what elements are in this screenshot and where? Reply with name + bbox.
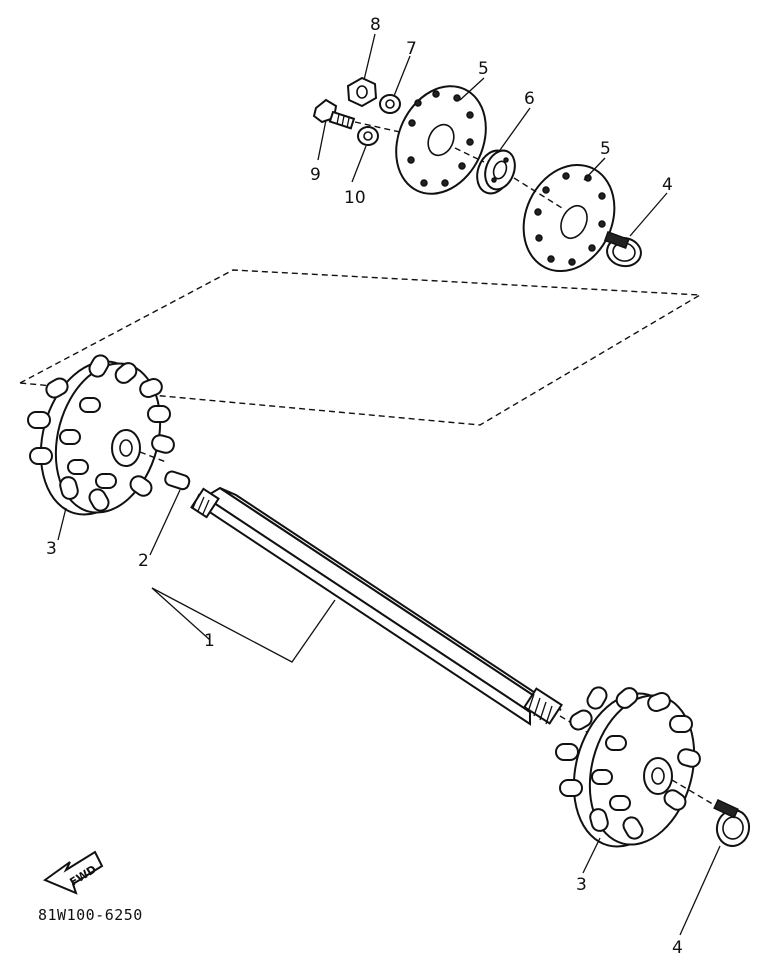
fwd-arrow-icon: FWD <box>42 850 104 895</box>
lock-nut <box>346 76 378 108</box>
hub-plate <box>522 163 616 273</box>
callout-9: 9 <box>310 165 321 185</box>
hose-clamp <box>603 231 642 268</box>
pin <box>164 470 191 491</box>
callout-6: 6 <box>524 89 535 109</box>
part-number: 81W100-6250 <box>38 906 143 924</box>
callout-1: 1 <box>204 631 215 651</box>
washer <box>379 94 401 114</box>
bearing <box>476 149 516 195</box>
bolt <box>312 98 356 130</box>
callout-3-left: 3 <box>46 539 57 559</box>
left-sprocket <box>27 354 175 516</box>
callout-numbers: 8 7 5 6 5 4 9 10 3 2 1 3 4 <box>46 15 683 958</box>
callout-5-left: 5 <box>478 59 489 79</box>
right-sprocket <box>555 686 717 848</box>
leader-lines <box>57 33 721 936</box>
spring-washer <box>357 126 379 146</box>
callout-2: 2 <box>138 551 149 571</box>
callout-7: 7 <box>406 39 417 59</box>
assembly-outline <box>19 269 703 426</box>
callout-4-bottom: 4 <box>672 938 683 958</box>
callout-5-right: 5 <box>600 139 611 159</box>
callout-3-right: 3 <box>576 875 587 895</box>
drive-shaft <box>190 486 601 741</box>
hose-clamp <box>713 799 751 847</box>
upper-hub-assembly <box>312 76 642 273</box>
callout-4-top: 4 <box>662 175 673 195</box>
callout-10: 10 <box>344 188 366 208</box>
hub-plate <box>395 85 487 195</box>
callout-8: 8 <box>370 15 381 35</box>
